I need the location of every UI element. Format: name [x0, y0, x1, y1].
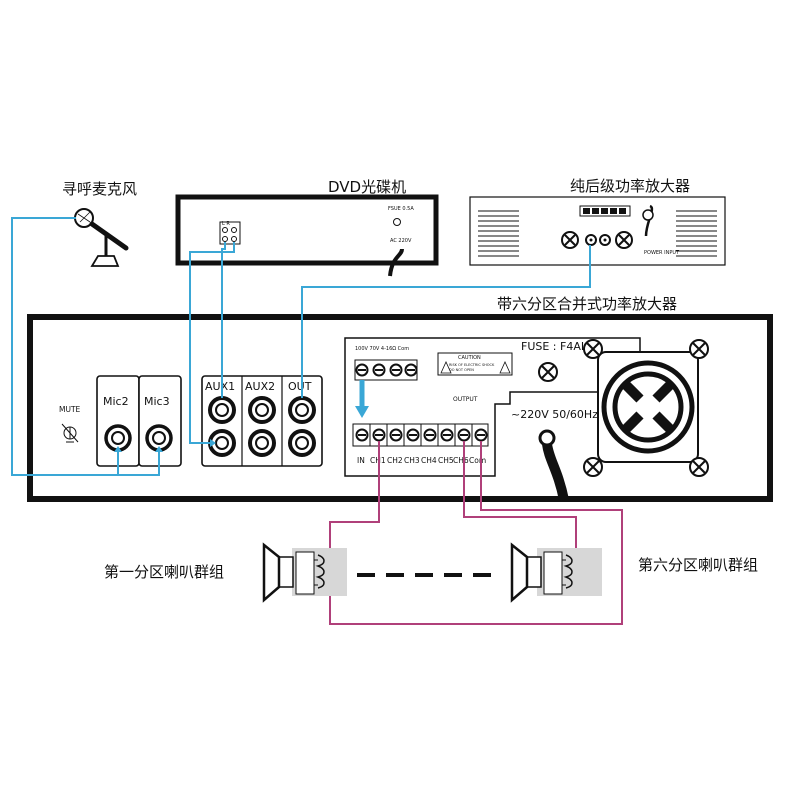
power-amp-title: 纯后级功率放大器 [570, 177, 690, 195]
fan-icon [583, 339, 709, 477]
signal-wires [11, 217, 591, 476]
terminal-label-com: Com [469, 456, 486, 465]
mute-icon [61, 423, 79, 443]
dvd-jack-label: L R [222, 221, 230, 227]
speaker-wires [329, 441, 623, 625]
ac-label: ~220V 50/60Hz [511, 408, 598, 421]
caution-label: CAUTION RISK OF ELECTRIC SHOCK DO NOT OP… [437, 352, 513, 376]
dvd-player: L R FSUE 0.5A AC 220V [175, 194, 439, 277]
out-label: OUT [288, 380, 312, 393]
zone6-title: 第六分区喇叭群组 [638, 556, 758, 574]
tap-terminals [354, 359, 418, 381]
signal-arrows [114, 439, 216, 452]
aux2-label: AUX2 [245, 380, 275, 393]
power-amplifier: POWER INPUT [469, 196, 726, 266]
terminal-label-ch5: CH5 [438, 456, 454, 465]
dvd-fuse-label: FSUE 0.5A [388, 206, 414, 212]
caution-title: CAUTION [458, 355, 481, 361]
speaker-zone6 [510, 542, 602, 603]
mic-title: 寻呼麦克风 [62, 180, 137, 198]
mic2-label: Mic2 [103, 395, 129, 408]
aux1-label: AUX1 [205, 380, 235, 393]
terminal-label-in: IN [357, 456, 365, 465]
fuse-holder [538, 362, 558, 382]
caution-sub2: DO NOT OPEN [449, 368, 474, 372]
power-cord [538, 429, 569, 502]
caution-sub1: RISK OF ELECTRIC SHOCK [449, 363, 495, 367]
vent-right [676, 210, 717, 257]
terminal-labels: IN CH1 CH2 CH3 CH4 CH5 CH6 Com [357, 456, 486, 465]
mixer-amplifier: MUTE Mic2 Mic3 AUX1 AUX2 OUT [27, 314, 773, 502]
speaker-zone1 [262, 542, 347, 603]
dvd-ac-label: AC 220V [390, 238, 412, 244]
power-amp-bottom-label: POWER INPUT [644, 250, 680, 256]
mixer-amp-title: 带六分区合并式功率放大器 [497, 295, 677, 313]
vent-left [478, 210, 519, 257]
terminal-label-ch2: CH2 [387, 456, 403, 465]
tap-label: 100V 70V 4-16Ω Com [355, 346, 409, 352]
fuse-label: FUSE : F4AL [521, 340, 588, 353]
microphone-icon [74, 208, 129, 267]
dvd-title: DVD光碟机 [328, 178, 406, 196]
terminal-label-ch6: CH6 [453, 456, 469, 465]
terminal-label-ch1: CH1 [370, 456, 386, 465]
mic2-jack [104, 424, 132, 452]
terminal-label-ch3: CH3 [404, 456, 420, 465]
mute-label: MUTE [59, 405, 81, 414]
output-label: OUTPUT [453, 396, 478, 403]
mic3-label: Mic3 [144, 395, 170, 408]
terminal-label-ch4: CH4 [421, 456, 437, 465]
mic3-jack [145, 424, 173, 452]
zone1-title: 第一分区喇叭群组 [104, 563, 224, 581]
output-terminals [352, 423, 489, 447]
